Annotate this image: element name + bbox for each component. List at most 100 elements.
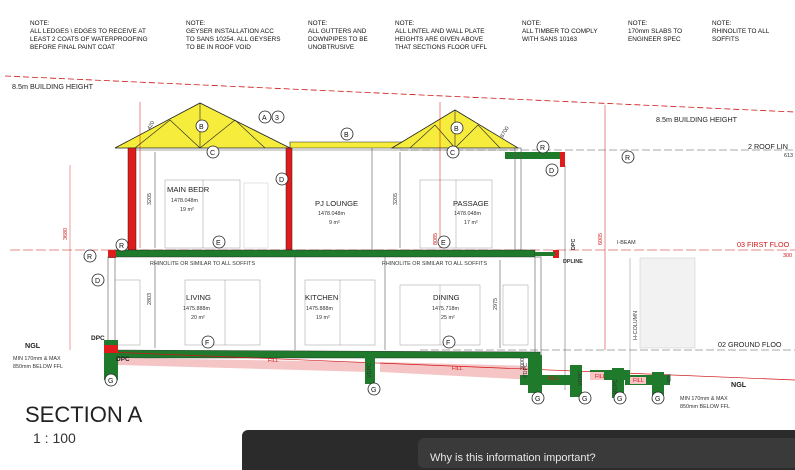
roof-slab-upstand: [560, 152, 565, 167]
svg-text:G: G: [655, 396, 660, 403]
dpline-label: DPLINE: [563, 259, 583, 265]
fill-area-3: [590, 372, 604, 380]
room-passage: PASSAGE 1478.048m 17 m²: [453, 199, 489, 226]
upper-wall-right: [514, 147, 522, 251]
svg-text:R: R: [625, 155, 630, 162]
svg-text:1478.048m: 1478.048m: [454, 211, 481, 217]
fill-label-2: FILL: [452, 366, 463, 372]
tag-b-3: B: [450, 121, 464, 135]
step-slab-2: [590, 370, 630, 380]
svg-text:GEYSER INSTALLATION ACC: GEYSER INSTALLATION ACC: [186, 28, 274, 35]
fill-area-2: [380, 362, 535, 380]
svg-text:D: D: [95, 278, 100, 285]
svg-text:HEIGHTS ARE GIVEN ABOVE: HEIGHTS ARE GIVEN ABOVE: [395, 36, 483, 43]
svg-text:WITH SANS 10163: WITH SANS 10163: [522, 36, 577, 43]
note-slabs: NOTE: 170mm SLABS TO ENGINEER SPEC: [628, 20, 682, 43]
dim-8085: 8085: [433, 233, 439, 245]
svg-text:BEFORE FINAL PAINT COAT: BEFORE FINAL PAINT COAT: [30, 44, 115, 51]
ground-wall-left: [107, 256, 116, 353]
svg-text:3: 3: [275, 115, 279, 122]
svg-text:D: D: [279, 177, 284, 184]
roof-flat-section: [289, 141, 403, 149]
min-below-right-2: 850mm BELOW FFL: [680, 404, 730, 410]
dpc-label-left-lower: DPC: [116, 356, 130, 363]
svg-text:TO SANS 10254. ALL GEYSERS: TO SANS 10254. ALL GEYSERS: [186, 36, 281, 43]
svg-text:THAT SECTIONS FLOOR UFFL: THAT SECTIONS FLOOR UFFL: [395, 44, 488, 51]
tag-d-2: D: [545, 163, 559, 177]
svg-text:A: A: [262, 115, 267, 122]
svg-text:D: D: [549, 168, 554, 175]
svg-text:19 m²: 19 m²: [316, 315, 330, 321]
vdpc-label-3: VDPC: [613, 379, 619, 394]
tag-g-2: G: [367, 382, 381, 396]
min-below-left-2: 850mm BELOW FFL: [13, 364, 63, 370]
dim-3680: 3680: [63, 228, 69, 240]
svg-text:ALL LEDGES \ EDGES TO RECEIVE: ALL LEDGES \ EDGES TO RECEIVE AT: [30, 28, 146, 35]
slab-extension: [535, 252, 555, 256]
svg-text:R: R: [119, 243, 124, 250]
svg-text:PASSAGE: PASSAGE: [453, 199, 489, 208]
svg-text:C: C: [450, 150, 455, 157]
dim-420-b: 420: [667, 374, 673, 383]
svg-text:G: G: [108, 378, 113, 385]
tag-r-3: R: [115, 238, 129, 252]
tag-r-2: R: [621, 150, 635, 164]
svg-text:LEAST 2 COATS OF WATERPROOFING: LEAST 2 COATS OF WATERPROOFING: [30, 36, 148, 43]
svg-text:1475.718m: 1475.718m: [432, 306, 459, 312]
svg-text:DINING: DINING: [433, 293, 460, 302]
svg-text:G: G: [617, 396, 622, 403]
svg-text:ALL GUTTERS AND: ALL GUTTERS AND: [308, 28, 367, 35]
fill-area-4: [630, 377, 646, 384]
tag-g-6: G: [651, 391, 665, 405]
svg-text:G: G: [371, 387, 376, 394]
svg-text:17 m²: 17 m²: [464, 220, 478, 226]
vdpc-label-2: VDPC: [578, 371, 584, 386]
svg-text:ENGINEER SPEC: ENGINEER SPEC: [628, 36, 681, 43]
min-below-left-1: MIN 170mm & MAX: [13, 356, 61, 362]
step-slab-3: [625, 375, 670, 385]
svg-text:170mm SLABS TO: 170mm SLABS TO: [628, 28, 682, 35]
foundation-step-4: [652, 372, 664, 398]
svg-text:R: R: [87, 254, 92, 261]
tag-b-1: B: [195, 119, 209, 133]
section-scale: 1 : 100: [33, 430, 76, 446]
foundation-step-3: [612, 368, 624, 398]
tag-3: 3: [271, 110, 285, 124]
svg-text:NOTE:: NOTE:: [628, 20, 648, 27]
svg-text:TO BE IN ROOF VOID: TO BE IN ROOF VOID: [186, 44, 251, 51]
dim-6005: 6005: [598, 233, 604, 245]
min-below-right-1: MIN 170mm & MAX: [680, 396, 728, 402]
tag-f-2: F: [442, 335, 456, 349]
svg-text:R: R: [540, 145, 545, 152]
help-popup-text[interactable]: Why is this information important?: [430, 452, 596, 464]
svg-text:NOTE:: NOTE:: [30, 20, 50, 27]
svg-text:SOFFITS: SOFFITS: [712, 36, 739, 43]
foundation-step-1: [528, 355, 542, 393]
first-floor-value: 300: [783, 253, 792, 259]
room-living: LIVING 1475.888m 20 m²: [183, 293, 211, 321]
svg-text:F: F: [446, 340, 450, 347]
tag-g-1: G: [104, 373, 118, 387]
svg-text:NOTE:: NOTE:: [712, 20, 732, 27]
room-kitchen: KITCHEN 1475.888m 19 m²: [305, 293, 338, 321]
svg-text:RHINOLITE TO ALL: RHINOLITE TO ALL: [712, 28, 770, 35]
slab-edge-right: [553, 250, 559, 258]
svg-text:9 m²: 9 m²: [329, 220, 340, 226]
note-lintel: NOTE: ALL LINTEL AND WALL PLATE HEIGHTS …: [395, 20, 488, 51]
tag-g-4: G: [578, 391, 592, 405]
ground-floor-slab: [107, 349, 541, 359]
svg-text:B: B: [344, 132, 349, 139]
building-height-line: [4, 75, 795, 113]
building-height-label-right: 8.5m BUILDING HEIGHT: [656, 115, 738, 124]
h-column-label: H-COLUMN: [633, 311, 639, 340]
fill-label-3: FILL: [548, 376, 559, 382]
section-title: SECTION A: [25, 402, 143, 427]
room-main-bedroom: MAIN BEDR 1478.048m 19 m²: [167, 185, 210, 213]
svg-text:F: F: [205, 340, 209, 347]
roof-slab: [505, 152, 565, 159]
svg-text:25 m²: 25 m²: [441, 315, 455, 321]
svg-text:LIVING: LIVING: [186, 293, 211, 302]
note-rhinolite: NOTE: RHINOLITE TO ALL SOFFITS: [712, 20, 770, 43]
svg-text:E: E: [441, 240, 446, 247]
